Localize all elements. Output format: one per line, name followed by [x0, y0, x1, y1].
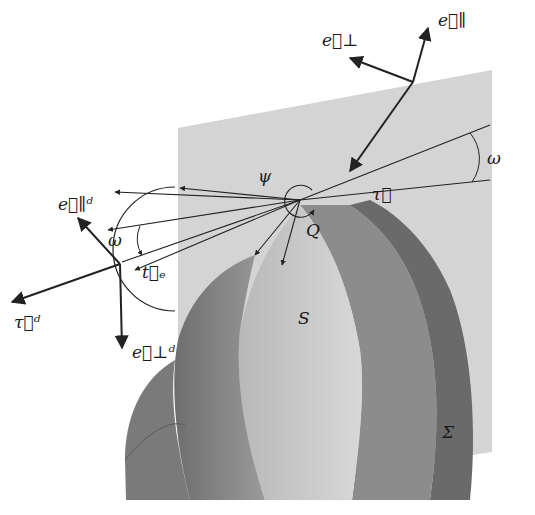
vector-label: e⃗⊥ — [322, 32, 358, 49]
angle-label: ω — [487, 150, 501, 167]
vector-label: τ⃗ — [372, 186, 392, 203]
angle-label: ψ — [258, 168, 271, 185]
vector-label: τ⃗ᵈ — [14, 314, 40, 331]
vector-label: e⃗∥ — [438, 12, 466, 29]
point-label: Q — [306, 222, 320, 239]
angle-label: ω — [108, 232, 122, 249]
vector-label: t⃗ₑ — [142, 264, 166, 281]
vector-label: e⃗⊥ᵈ — [132, 344, 175, 361]
plane-label: Σ — [442, 424, 454, 441]
vector-label: e⃗∥ᵈ — [58, 196, 93, 213]
surface-label: S — [298, 310, 310, 327]
